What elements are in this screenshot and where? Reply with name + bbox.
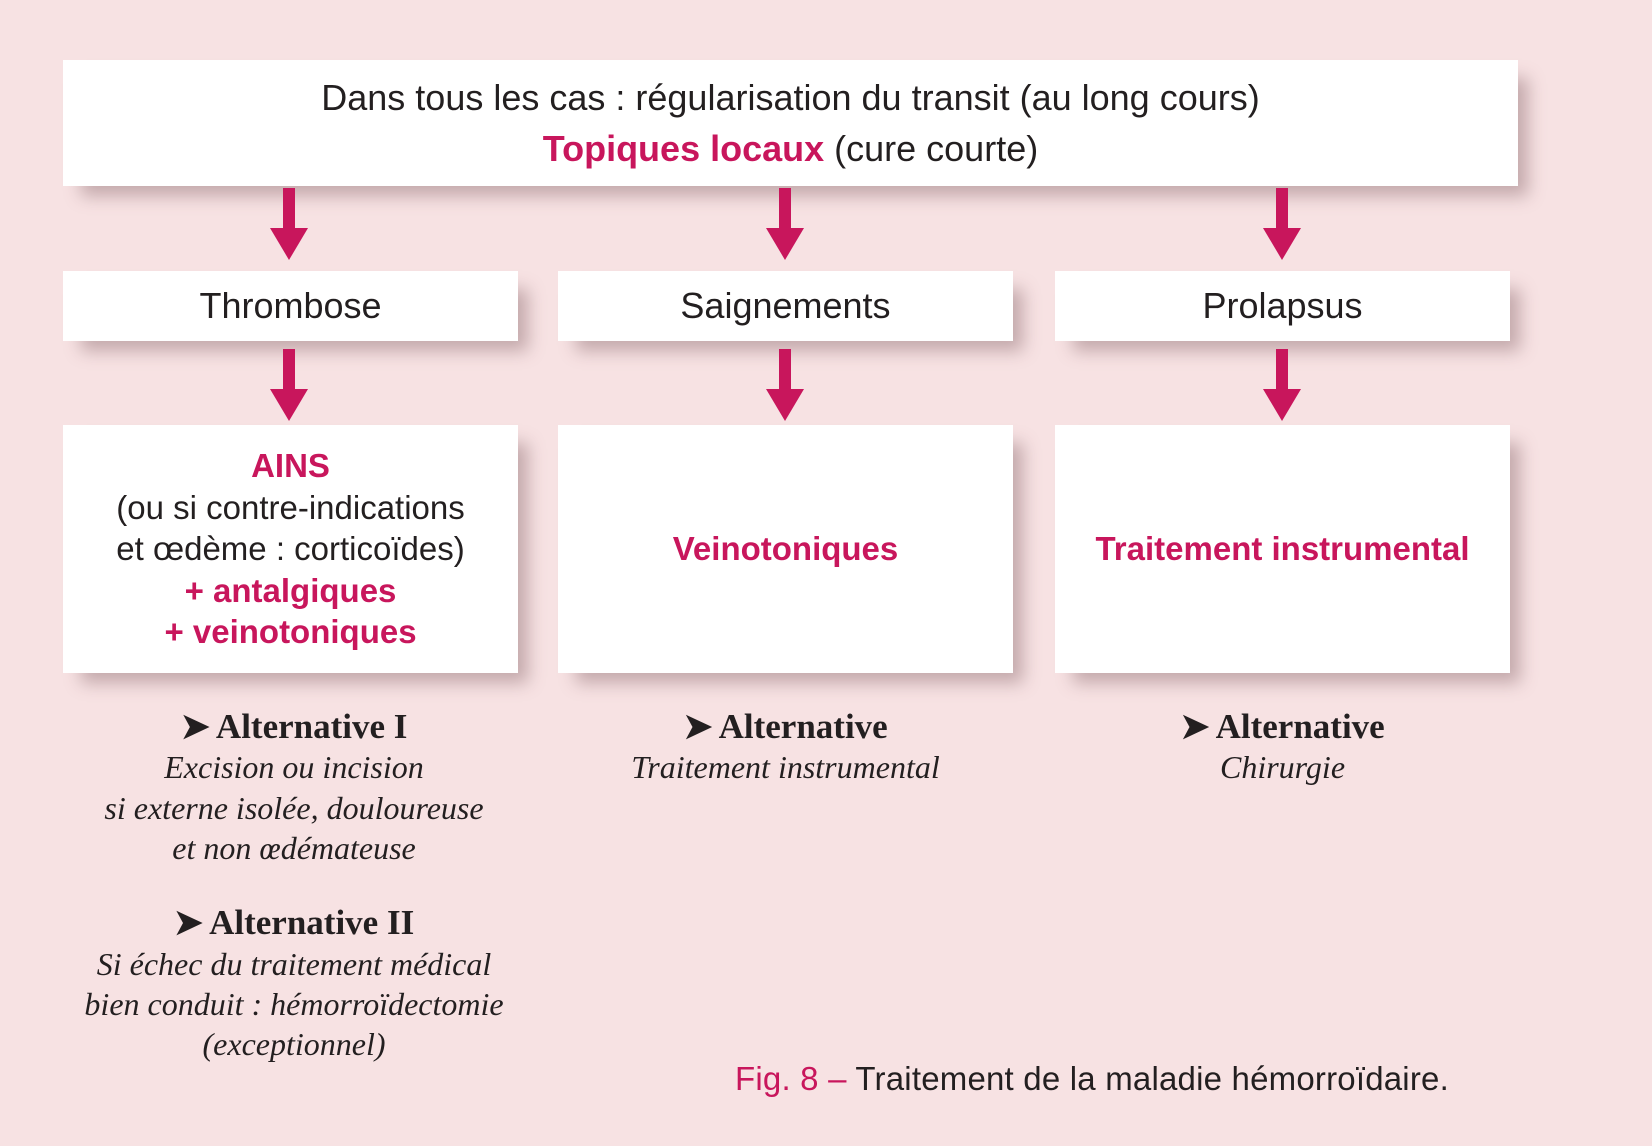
- treatment-veinotoniques-label: + veinotoniques: [164, 613, 417, 651]
- alternative-ii-body-line-2: bien conduit : hémorroïdectomie: [84, 985, 504, 1022]
- treatment-prolapsus-content: Traitement instrumental: [1055, 530, 1510, 568]
- alternatives-spacer: [63, 868, 525, 902]
- category-box-thrombose: Thrombose: [63, 271, 518, 341]
- header-line-2: Topiques locaux (cure courte): [73, 123, 1508, 174]
- category-box-saignements: Saignements: [558, 271, 1013, 341]
- alternative-right-body: Chirurgie: [1219, 749, 1346, 786]
- down-arrow-icon-header-to-prolapsus: [1260, 188, 1304, 262]
- treatment-veinotoniques-main-label: Veinotoniques: [672, 530, 899, 567]
- treatment-ains-note-line-1: (ou si contre-indications: [116, 488, 465, 526]
- treatment-ains-note-line-2: et œdème : corticoïdes): [116, 530, 465, 568]
- treatment-box-thrombose: AINS (ou si contre-indications et œdème …: [63, 425, 518, 673]
- treatment-box-saignements: Veinotoniques: [558, 425, 1013, 673]
- treatment-saignements-content: Veinotoniques: [558, 530, 1013, 568]
- header-box-content: Dans tous les cas : régularisation du tr…: [63, 72, 1518, 174]
- alternative-ii-body-line-3: (exceptionnel): [202, 1026, 386, 1063]
- alternative-middle-body: Traitement instrumental: [631, 749, 940, 786]
- down-arrow-icon-saignements-to-treatment: [763, 349, 807, 423]
- arrow-bullet-icon: ➤: [173, 903, 204, 943]
- down-arrow-icon-header-to-thrombose: [267, 188, 311, 262]
- alternative-i-body: Excision ou incision si externe isolée, …: [63, 747, 525, 868]
- alternative-ii-body-line-1: Si échec du traitement médical: [96, 945, 492, 982]
- category-prolapsus-content: Prolapsus: [1055, 286, 1510, 326]
- category-box-prolapsus: Prolapsus: [1055, 271, 1510, 341]
- header-line-1: Dans tous les cas : régularisation du tr…: [321, 76, 1260, 118]
- down-arrow-icon-thrombose-to-treatment: [267, 349, 311, 423]
- alternative-i-body-line-1: Excision ou incision: [164, 749, 424, 786]
- figure-number-label: Fig. 8 –: [735, 1060, 847, 1097]
- alternative-middle-title-text: Alternative: [718, 707, 888, 746]
- category-label-saignements: Saignements: [680, 285, 891, 327]
- treatment-instrumental-label: Traitement instrumental: [1095, 530, 1470, 567]
- treatment-box-prolapsus: Traitement instrumental: [1055, 425, 1510, 673]
- alternatives-prolapsus: ➤Alternative Chirurgie: [1055, 706, 1510, 788]
- category-thrombose-content: Thrombose: [63, 286, 518, 326]
- treatment-thrombose-content: AINS (ou si contre-indications et œdème …: [63, 445, 518, 653]
- category-saignements-content: Saignements: [558, 286, 1013, 326]
- figure-caption-text: Traitement de la maladie hémorroïdaire.: [846, 1060, 1449, 1097]
- figure-caption: Fig. 8 – Traitement de la maladie hémorr…: [735, 1060, 1449, 1098]
- alternative-i-title-text: Alternative I: [215, 707, 408, 746]
- alternatives-saignements: ➤Alternative Traitement instrumental: [558, 706, 1013, 788]
- alternative-ii-title-text: Alternative II: [209, 903, 415, 943]
- down-arrow-icon-prolapsus-to-treatment: [1260, 349, 1304, 423]
- treatment-ains-label: AINS: [251, 447, 330, 485]
- treatment-antalgiques-label: + antalgiques: [184, 571, 397, 609]
- down-arrow-icon-header-to-saignements: [763, 188, 807, 262]
- alternative-right-title: ➤Alternative: [1055, 706, 1510, 747]
- header-topiques-accent: Topiques locaux: [542, 128, 825, 169]
- header-cure-courte: (cure courte): [824, 128, 1039, 169]
- category-label-thrombose: Thrombose: [199, 285, 382, 327]
- alternative-i-body-line-2: si externe isolée, douloureuse: [104, 789, 484, 826]
- arrow-bullet-icon: ➤: [180, 707, 210, 746]
- alternative-ii-body: Si échec du traitement médical bien cond…: [63, 944, 525, 1065]
- arrow-bullet-icon: ➤: [1180, 707, 1210, 746]
- alternative-i-title: ➤Alternative I: [63, 706, 525, 747]
- arrow-bullet-icon: ➤: [683, 707, 713, 746]
- alternative-i-body-line-3: et non œdémateuse: [172, 829, 416, 866]
- alternative-middle-title: ➤Alternative: [558, 706, 1013, 747]
- alternative-ii-title: ➤Alternative II: [63, 902, 525, 943]
- category-label-prolapsus: Prolapsus: [1202, 285, 1363, 327]
- alternative-right-title-text: Alternative: [1215, 707, 1385, 746]
- alternatives-thrombose: ➤Alternative I Excision ou incision si e…: [63, 706, 525, 1064]
- header-box: Dans tous les cas : régularisation du tr…: [63, 60, 1518, 186]
